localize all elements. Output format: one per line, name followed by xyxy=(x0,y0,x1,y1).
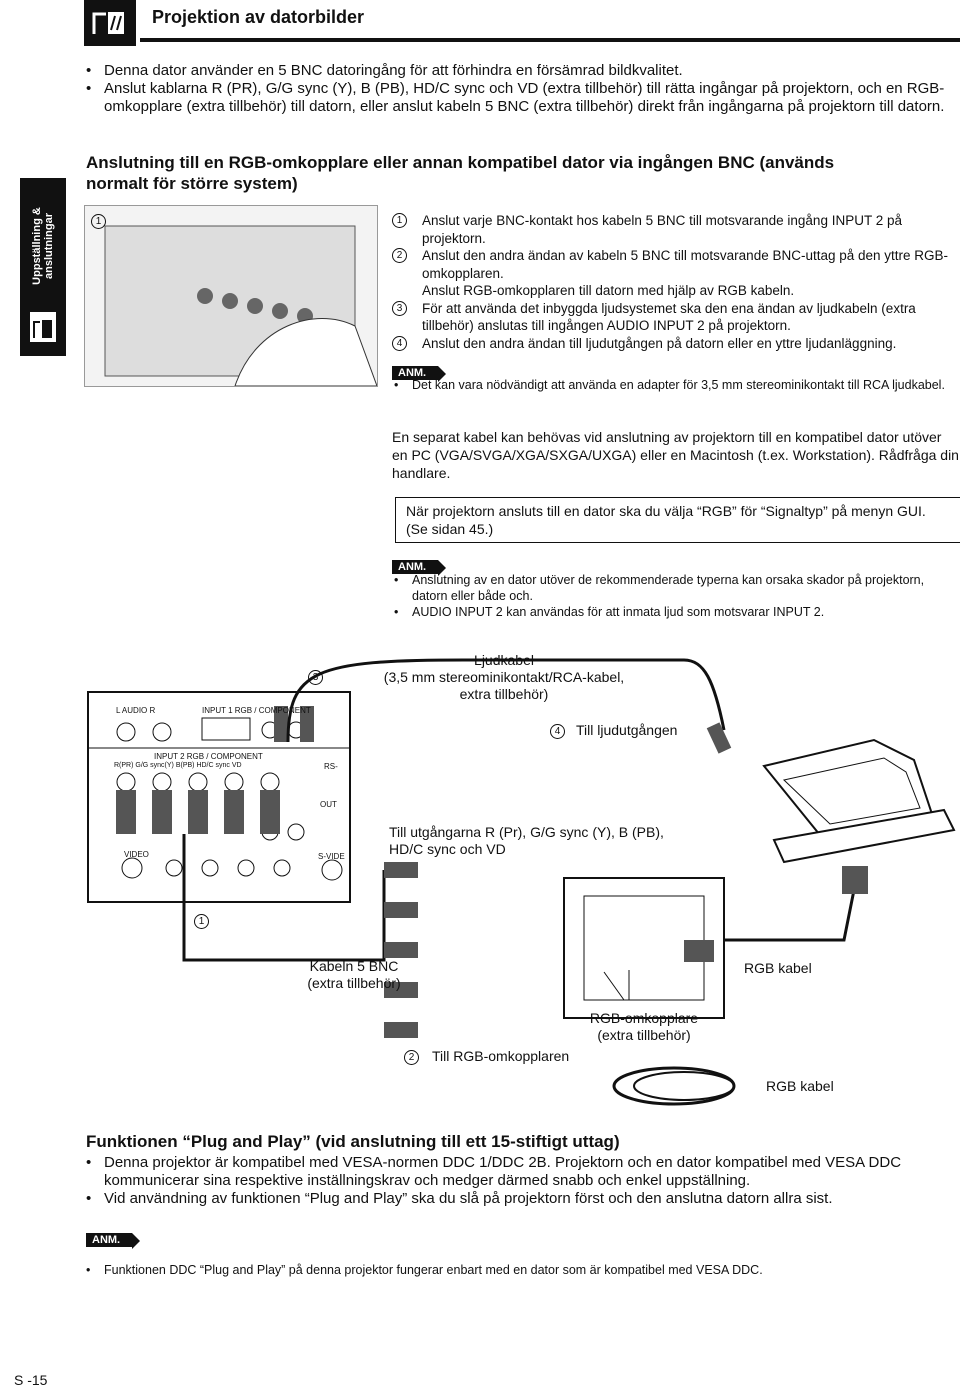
note-item: Det kan vara nödvändigt att använda en a… xyxy=(394,377,960,393)
panel-audio-label: L AUDIO R xyxy=(116,706,156,715)
panel-bnc-label: R(PR) G/G sync(Y) B(PB) HD/C sync VD xyxy=(114,762,242,769)
plug-play-bullet: Vid användning av funktionen “Plug and P… xyxy=(86,1190,960,1208)
connection-photo: 1 xyxy=(84,205,378,387)
intro-bullet: Anslut kablarna R (PR), G/G sync (Y), B … xyxy=(86,80,960,116)
bnc-cable-label: Kabeln 5 BNC (extra tillbehör) xyxy=(307,958,401,991)
rgb-cable-label: RGB kabel xyxy=(744,960,812,976)
page-number: S -15 xyxy=(14,1372,48,1388)
panel-rs-label: RS- xyxy=(324,762,338,771)
to-rgb-switch-label: Till RGB-omkopplaren xyxy=(432,1048,570,1064)
diagram-step-marker: 2 xyxy=(404,1050,419,1065)
to-audio-out-label: Till ljudutgången xyxy=(576,722,678,738)
page-title: Projektion av datorbilder xyxy=(152,7,365,27)
panel-svideo-label: S-VIDE xyxy=(318,852,345,861)
note-list: Anslutning av en dator utöver de rekomme… xyxy=(394,572,954,620)
section-icon xyxy=(84,0,136,46)
intro-bullet: Denna dator använder en 5 BNC datoringån… xyxy=(86,62,960,80)
note-item: Anslutning av en dator utöver de rekomme… xyxy=(394,572,954,604)
side-tab-icon xyxy=(30,312,56,342)
rgb-switch-label: RGB-omkopplare (extra tillbehör) xyxy=(589,1010,699,1043)
diagram-step-marker: 1 xyxy=(194,914,209,929)
step-item: Anslut RGB-omkopplaren till datorn med h… xyxy=(422,283,795,298)
diagram-drawing xyxy=(87,658,956,1106)
gui-signal-box: När projektorn ansluts till en dator ska… xyxy=(395,497,960,543)
header-rule xyxy=(140,38,960,42)
photo-step-marker: 1 xyxy=(91,214,106,229)
anm-badge: ANM. xyxy=(86,1230,141,1249)
plug-play-bullet: Denna projektor är kompatibel med VESA-n… xyxy=(86,1154,960,1190)
plug-play-note: Funktionen DDC “Plug and Play” på denna … xyxy=(86,1262,960,1278)
diagram-step-marker: 4 xyxy=(550,724,565,739)
section-heading: Anslutning till en RGB-omkopplare eller … xyxy=(86,153,835,193)
panel-input1-label: INPUT 1 RGB / COMPONENT xyxy=(202,706,311,715)
panel-video-label: VIDEO xyxy=(124,850,149,859)
side-tab-label: Uppställning & anslutningar xyxy=(31,207,55,285)
to-outputs-label: Till utgångarna R (Pr), G/G sync (Y), B … xyxy=(389,824,664,857)
intro-list: Denna dator använder en 5 BNC datoringån… xyxy=(86,62,960,116)
anm-badge: ANM. xyxy=(392,557,447,576)
separate-cable-text: En separat kabel kan behövas vid anslutn… xyxy=(392,429,959,481)
plug-play-list: Denna projektor är kompatibel med VESA-n… xyxy=(86,1154,960,1208)
diagram-step-marker: 3 xyxy=(308,670,323,685)
rgb-cable-label: RGB kabel xyxy=(766,1078,834,1094)
note-item: AUDIO INPUT 2 kan användas för att inmat… xyxy=(394,604,954,620)
panel-input2-label: INPUT 2 RGB / COMPONENT xyxy=(154,752,263,761)
panel-out-label: OUT xyxy=(320,800,337,809)
connection-diagram: 3 Ljudkabel (3,5 mm stereominikontakt/RC… xyxy=(84,640,960,1120)
plug-play-heading: Funktionen “Plug and Play” (vid anslutni… xyxy=(86,1132,620,1151)
audio-cable-label: Ljudkabel (3,5 mm stereominikontakt/RCA-… xyxy=(383,652,625,702)
